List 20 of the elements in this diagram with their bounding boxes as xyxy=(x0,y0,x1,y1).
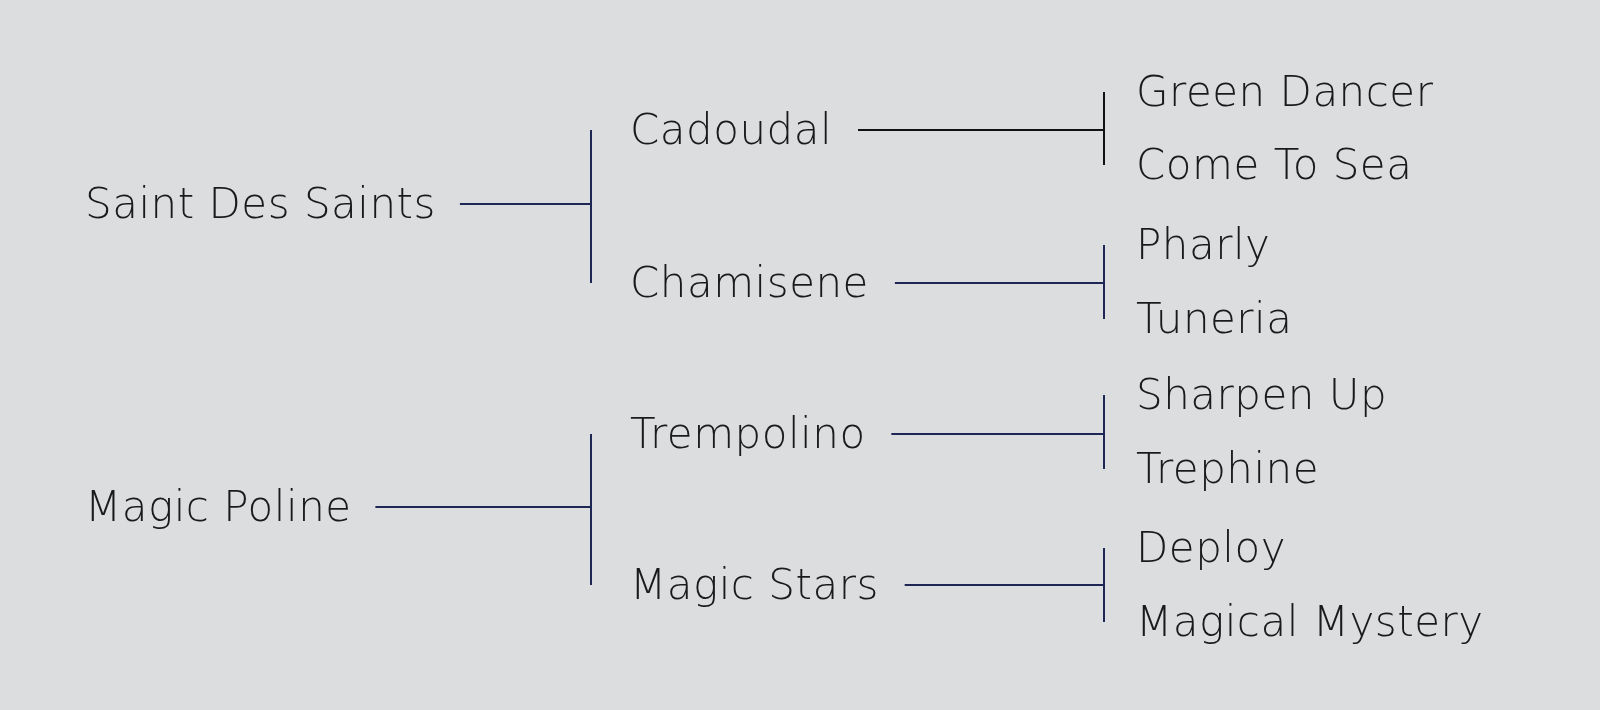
name-label: Magic Stars xyxy=(591,560,905,610)
connector-line xyxy=(374,506,592,586)
name-label: Pharly xyxy=(1104,220,1271,270)
name-label: Magical Mystery xyxy=(1104,597,1484,647)
name-label: Trempolino xyxy=(591,409,892,459)
name-label: Chamisene xyxy=(591,258,895,308)
connector-line xyxy=(893,282,1105,320)
connector-line xyxy=(458,203,592,284)
name-label: Green Dancer xyxy=(1104,67,1434,117)
connector-line xyxy=(903,584,1105,623)
name-label: Come To Sea xyxy=(1104,140,1413,190)
name-label: Tuneria xyxy=(1104,294,1293,344)
name-label: Trephine xyxy=(1104,444,1320,494)
connector-line xyxy=(890,433,1105,470)
name-label: Deploy xyxy=(1104,523,1287,573)
connector-line xyxy=(857,129,1105,166)
name-label: Saint Des Saints xyxy=(85,179,460,229)
name-label: Cadoudal xyxy=(591,105,859,155)
name-label: Magic Poline xyxy=(85,482,376,532)
name-label: Sharpen Up xyxy=(1104,370,1388,420)
